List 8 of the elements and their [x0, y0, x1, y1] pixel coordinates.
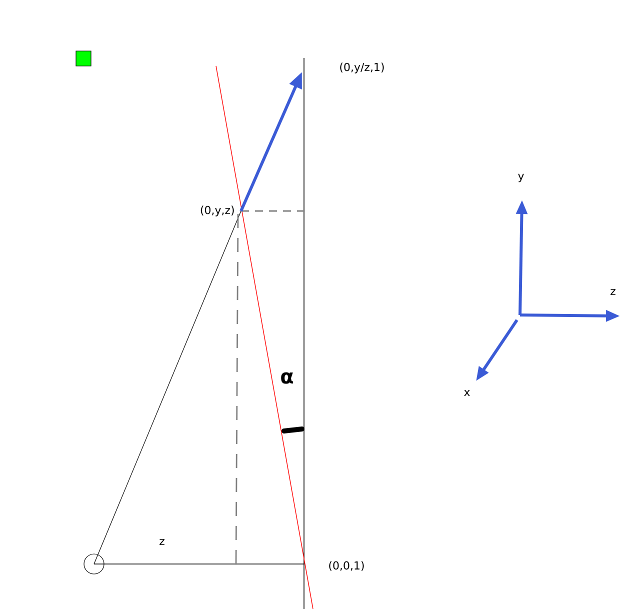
length-label: z: [160, 539, 164, 545]
point-label: (0,0,1): [329, 561, 364, 571]
point-label: (0,y/z,1): [340, 62, 384, 74]
axis-label: y: [518, 174, 524, 182]
axis-label: z: [610, 289, 616, 295]
point-label: (0,y,z): [200, 206, 234, 216]
angle-label: α: [281, 372, 294, 384]
axis-label: x: [464, 390, 470, 396]
